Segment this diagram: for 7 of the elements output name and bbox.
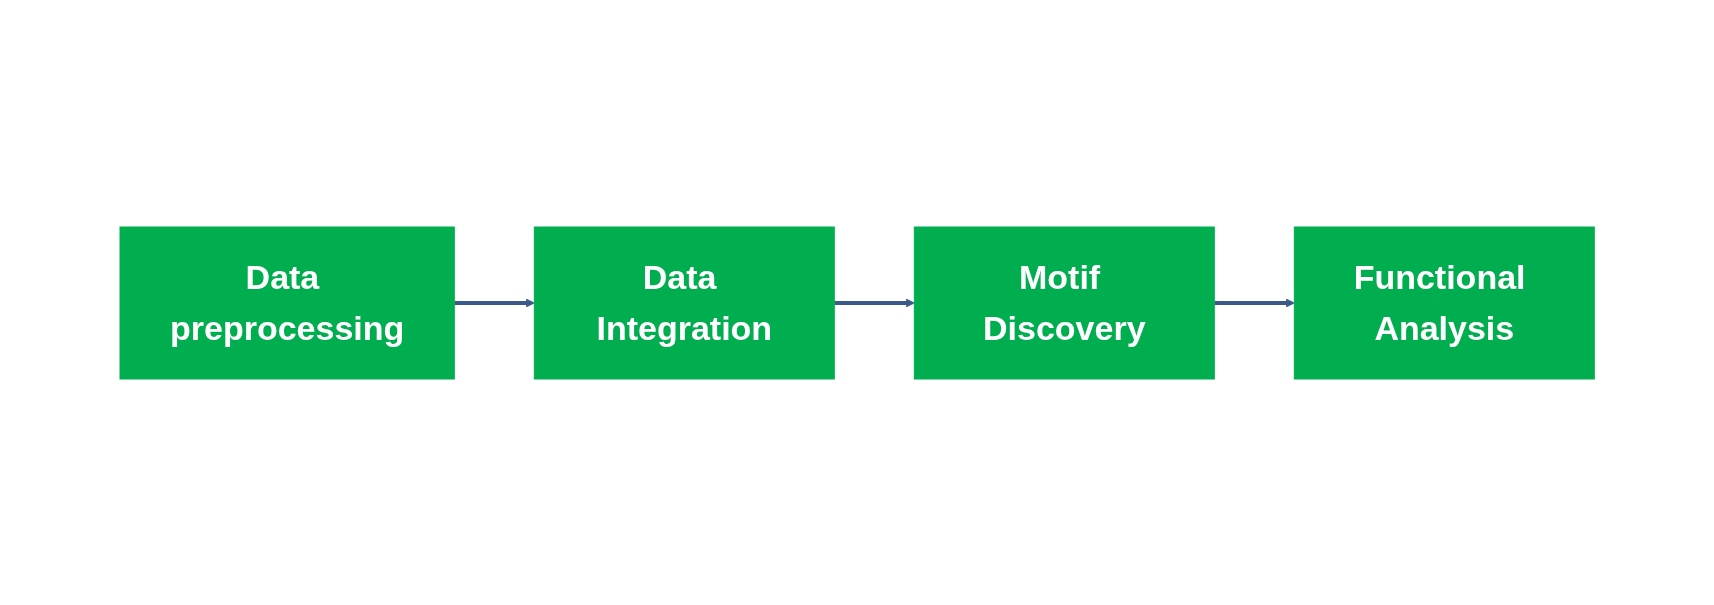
node-box: Motif Discovery [913,226,1215,379]
arrow [454,298,535,307]
arrow [834,298,915,307]
node-box: Functional Analysis [1293,226,1595,379]
node-box: Data preprocessing [119,226,455,379]
node-box: Data Integration [533,226,835,379]
arrow [1214,298,1295,307]
